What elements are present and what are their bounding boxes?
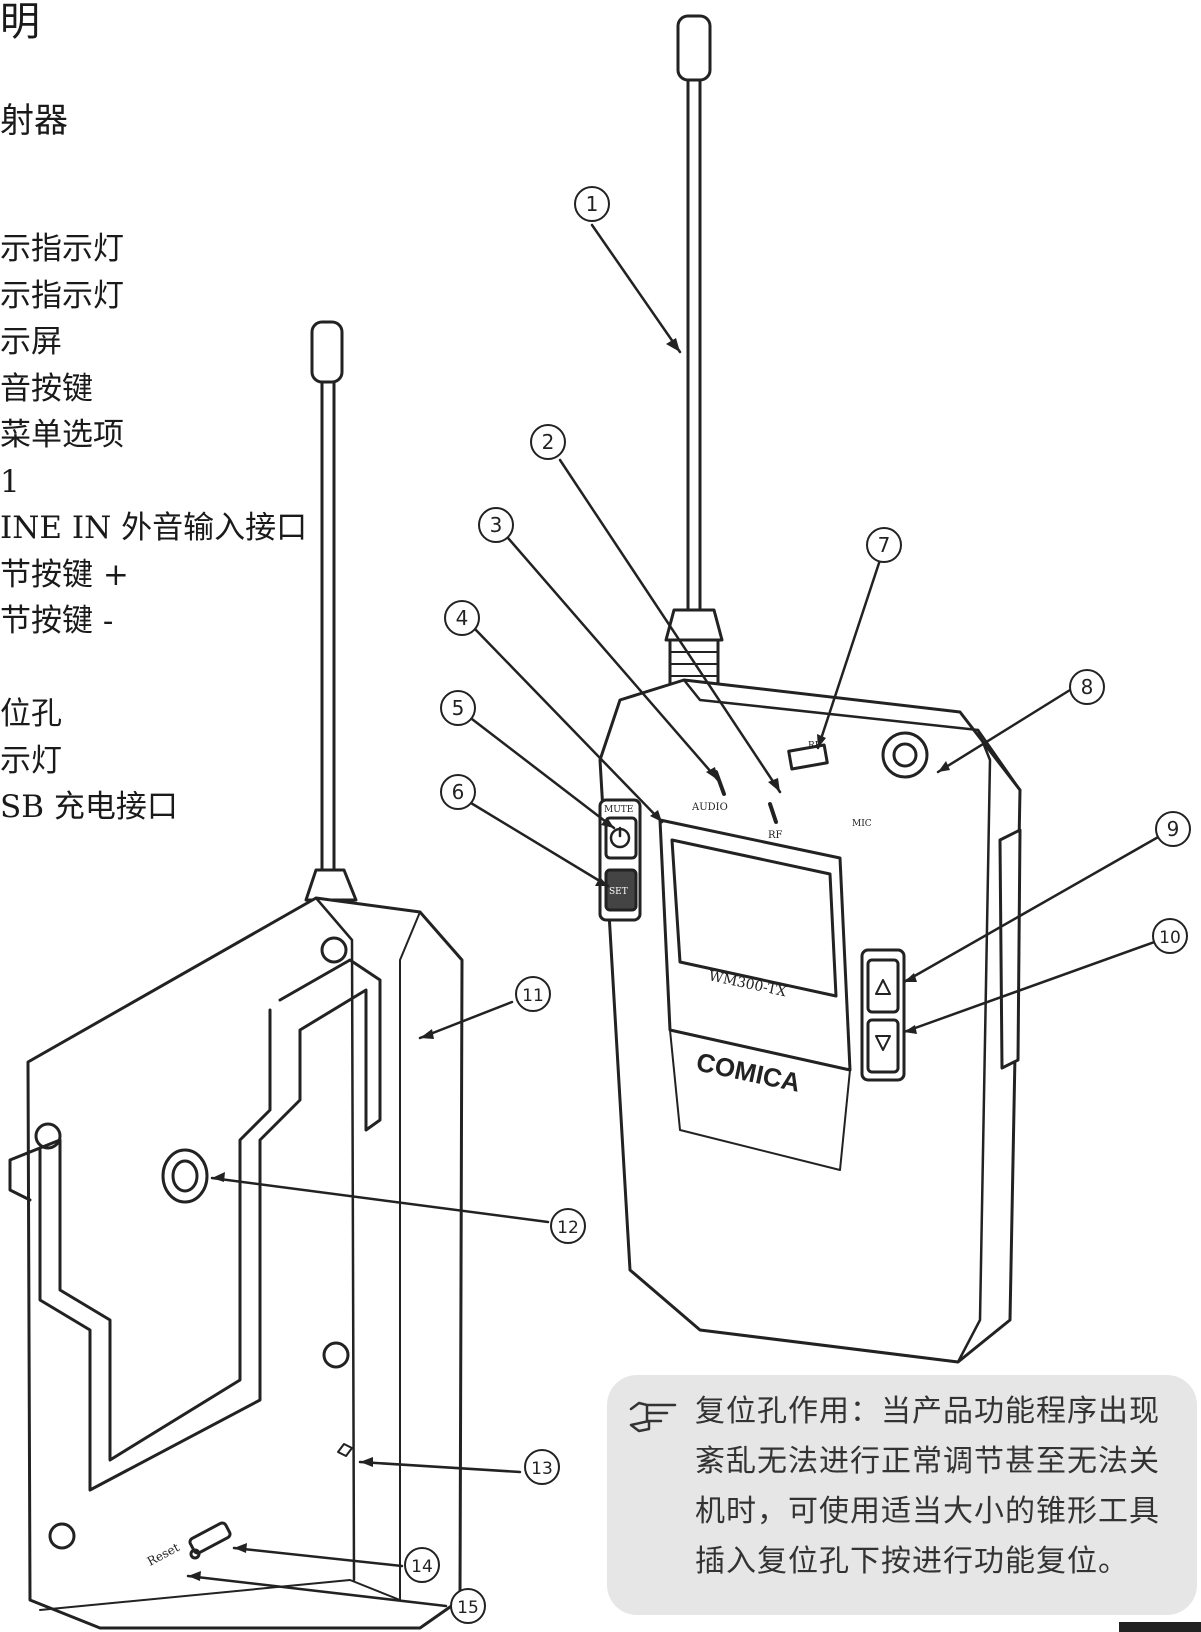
parts-list-item: 示指示灯 bbox=[0, 231, 124, 267]
mic-label: MIC bbox=[852, 819, 872, 829]
back-view-device: Reset bbox=[8, 320, 464, 1630]
parts-list: 示指示灯 示指示灯 示屏 音按键 菜单选项 1 INE IN 外音输入接口 节按… bbox=[0, 226, 307, 831]
parts-list-item: 节按键 - bbox=[0, 603, 114, 639]
callout-12: 12 bbox=[557, 1218, 579, 1238]
parts-list-item: 节按键 + bbox=[0, 556, 129, 593]
parts-list-item: 菜单选项 bbox=[0, 417, 124, 453]
mute-label: MUTE bbox=[604, 805, 633, 815]
front-view-device: AUDIO RF RF MIC MUTE SET WM300-TX COMICA bbox=[598, 14, 1022, 1364]
parts-list-item: SB 充电接口 bbox=[0, 789, 178, 825]
section-subheading: 射器 bbox=[0, 101, 68, 141]
pointing-hand-icon bbox=[629, 1401, 677, 1433]
reset-note-text: 复位孔作用：当产品功能程序出现紊乱无法进行正常调节甚至无法关机时，可使用适当大小… bbox=[695, 1394, 1160, 1579]
callout-10: 10 bbox=[1159, 928, 1181, 948]
parts-list-item: 位孔 bbox=[0, 696, 62, 732]
page-corner-mark bbox=[1119, 1622, 1201, 1632]
callout-13: 13 bbox=[531, 1459, 553, 1479]
callout-markers bbox=[404, 186, 1191, 1624]
section-heading: 明 bbox=[0, 0, 40, 45]
callout-15: 15 bbox=[457, 1598, 479, 1618]
set-label: SET bbox=[609, 887, 628, 897]
parts-list-item: INE IN 外音输入接口 bbox=[0, 510, 308, 546]
callout-14: 14 bbox=[411, 1557, 433, 1577]
callout-5: 5 bbox=[452, 696, 465, 720]
parts-list-item: 示屏 bbox=[0, 324, 62, 360]
callout-7: 7 bbox=[878, 533, 891, 557]
reset-note-box: 复位孔作用：当产品功能程序出现紊乱无法进行正常调节甚至无法关机时，可使用适当大小… bbox=[607, 1375, 1197, 1615]
rf-label: RF bbox=[808, 741, 821, 751]
callout-2: 2 bbox=[542, 430, 555, 454]
callout-6: 6 bbox=[452, 780, 465, 804]
leader-lines bbox=[186, 223, 1162, 1608]
audio-led-label: AUDIO bbox=[691, 802, 728, 813]
callout-1: 1 bbox=[586, 192, 599, 216]
callout-4: 4 bbox=[456, 606, 469, 630]
parts-list-item: 示指示灯 bbox=[0, 277, 124, 314]
arrow-heads bbox=[188, 338, 950, 1581]
callout-8: 8 bbox=[1081, 675, 1094, 699]
rf-led-label: RF bbox=[768, 830, 783, 841]
parts-list-item: 1 bbox=[0, 463, 20, 500]
callout-11: 11 bbox=[522, 986, 544, 1006]
callout-9: 9 bbox=[1167, 817, 1180, 841]
callout-3: 3 bbox=[490, 513, 503, 537]
parts-list-item: 音按键 bbox=[0, 370, 93, 407]
parts-list-item: 示灯 bbox=[0, 742, 62, 779]
